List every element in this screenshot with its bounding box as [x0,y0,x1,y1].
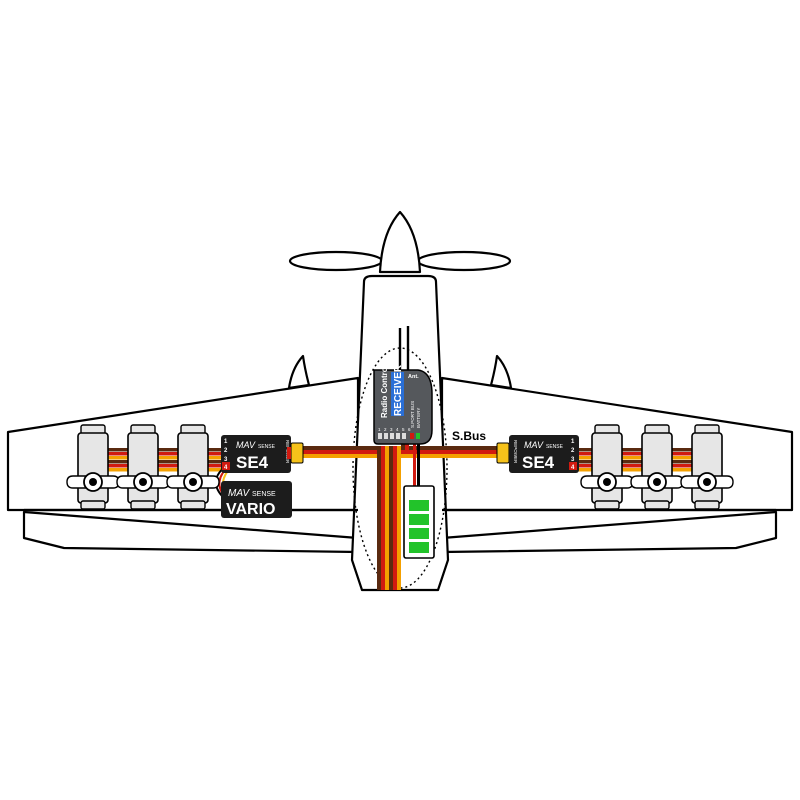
receiver-channel-number: 3 [390,427,393,432]
battery-wire-red [413,440,416,486]
servo [116,424,170,510]
servo [66,424,120,510]
receiver-sbus-drop [401,440,409,454]
vario-brand-sub: SENSE [252,491,276,498]
vario-model: VARIO [226,501,275,518]
se4-right-body [509,435,579,473]
se4-left-body [221,435,291,473]
fuselage-servo-bundles [377,446,401,590]
se4-right-brand-sub: SENSE [546,444,564,450]
receiver-blue-band [391,372,404,416]
left-servo-wires [100,448,224,472]
se4-left-connector [290,442,304,464]
right-wing-fin [489,354,513,390]
sbus-label: S.Bus [452,429,486,443]
svg-text:3: 3 [571,457,575,463]
se4-left-port-4: 4 [224,465,228,471]
servos [66,424,734,510]
se4-right-brand: MAV [524,440,544,450]
receiver-channel-number: 2 [384,427,387,432]
se4-left-port-numbers: 1 2 3 [224,439,228,463]
svg-text:2: 2 [571,448,575,454]
receiver-ant-label: Ant. [408,374,419,380]
servo [680,424,734,510]
receiver-module: Radio Control RECEIVER Ant. S.PORT BUS B… [373,364,433,445]
receiver-channel-number: 6 [408,427,411,432]
servo [166,424,220,510]
battery-wire-black [417,440,420,486]
se4-right-side-label: REPOWER [513,440,518,464]
se4-left-brand: MAV [236,440,256,450]
battery-pack [403,485,435,559]
receiver-title: Radio Control [380,365,389,418]
propeller-spinner [378,210,422,274]
propeller-left-blade [288,250,384,272]
airplane-outline [6,210,794,592]
vario-body [221,481,292,518]
svg-text:2: 2 [224,448,228,454]
receiver-main-label: RECEIVER [393,364,404,416]
vario-module: MAV SENSE VARIO [221,481,292,518]
svg-text:1: 1 [571,439,575,445]
se4-right-port-4: 4 [571,465,575,471]
receiver-port-pins [378,433,420,439]
se4-left-brand-sub: SENSE [258,444,276,450]
receiver-bay-dotted-outline [352,347,448,589]
left-wing-fin [287,354,311,390]
receiver-channel-number: 1 [378,427,381,432]
se4-left-module: MAV SENSE SE4 1 2 3 4 REPOWER [221,435,304,473]
svg-text:3: 3 [224,457,228,463]
right-tailplane [440,510,778,554]
receiver-channel-number: 5 [402,427,405,432]
right-servo-wires [576,448,700,472]
receiver-sport-label: S.PORT BUS [410,401,415,428]
propeller-right-blade [416,250,512,272]
left-tailplane [22,510,360,554]
receiver-battery-label: BATTERY [416,408,421,428]
vario-brand: MAV [228,488,250,499]
receiver-channel-number: 4 [396,427,399,432]
se4-right-module: MAV SENSE SE4 1 2 3 4 REPOWER [496,435,579,473]
se4-left-model: SE4 [236,453,269,472]
servo [630,424,684,510]
se4-right-model: SE4 [522,453,555,472]
se4-right-connector [496,442,510,464]
se4-right-port-numbers: 1 2 3 [571,439,575,463]
svg-text:1: 1 [224,439,228,445]
